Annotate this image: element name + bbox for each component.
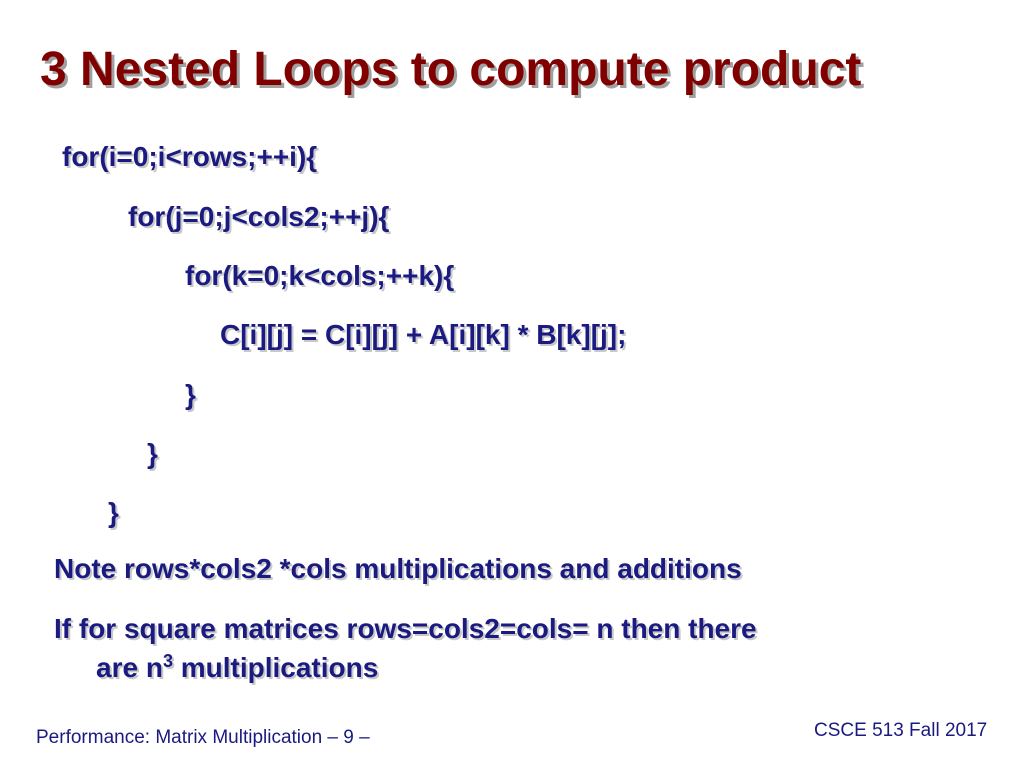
code-line-outer-loop: for(i=0;i<rows;++i){: [62, 141, 318, 172]
code-line-outer-close: }: [108, 497, 119, 528]
code-line-inner-loop: for(k=0;k<cols;++k){: [185, 260, 455, 291]
code-line-middle-loop: for(j=0;j<cols2;++j){: [128, 201, 390, 232]
note-square-line-2-text: are n: [96, 652, 163, 683]
code-line-loop-body: C[i][j] = C[i][j] + A[i][k] * B[k][j];: [220, 319, 627, 350]
note-square-line-2: are n3 multiplications: [96, 649, 378, 687]
footer-course-label: CSCE 513 Fall 2017: [814, 720, 988, 741]
exponent-superscript: 3: [162, 651, 173, 671]
note-square-line-1: If for square matrices rows=cols2=cols= …: [54, 613, 757, 644]
note-square-line-2-tail: multiplications: [172, 652, 379, 683]
code-line-middle-close: }: [147, 438, 158, 469]
code-line-inner-close: }: [185, 379, 196, 410]
footer-slide-label: Performance: Matrix Multiplication – 9 –: [36, 727, 370, 748]
note-operation-count: Note rows*cols2 *cols multiplications an…: [54, 553, 742, 584]
slide-title: 3 Nested Loops to compute product: [40, 43, 862, 96]
